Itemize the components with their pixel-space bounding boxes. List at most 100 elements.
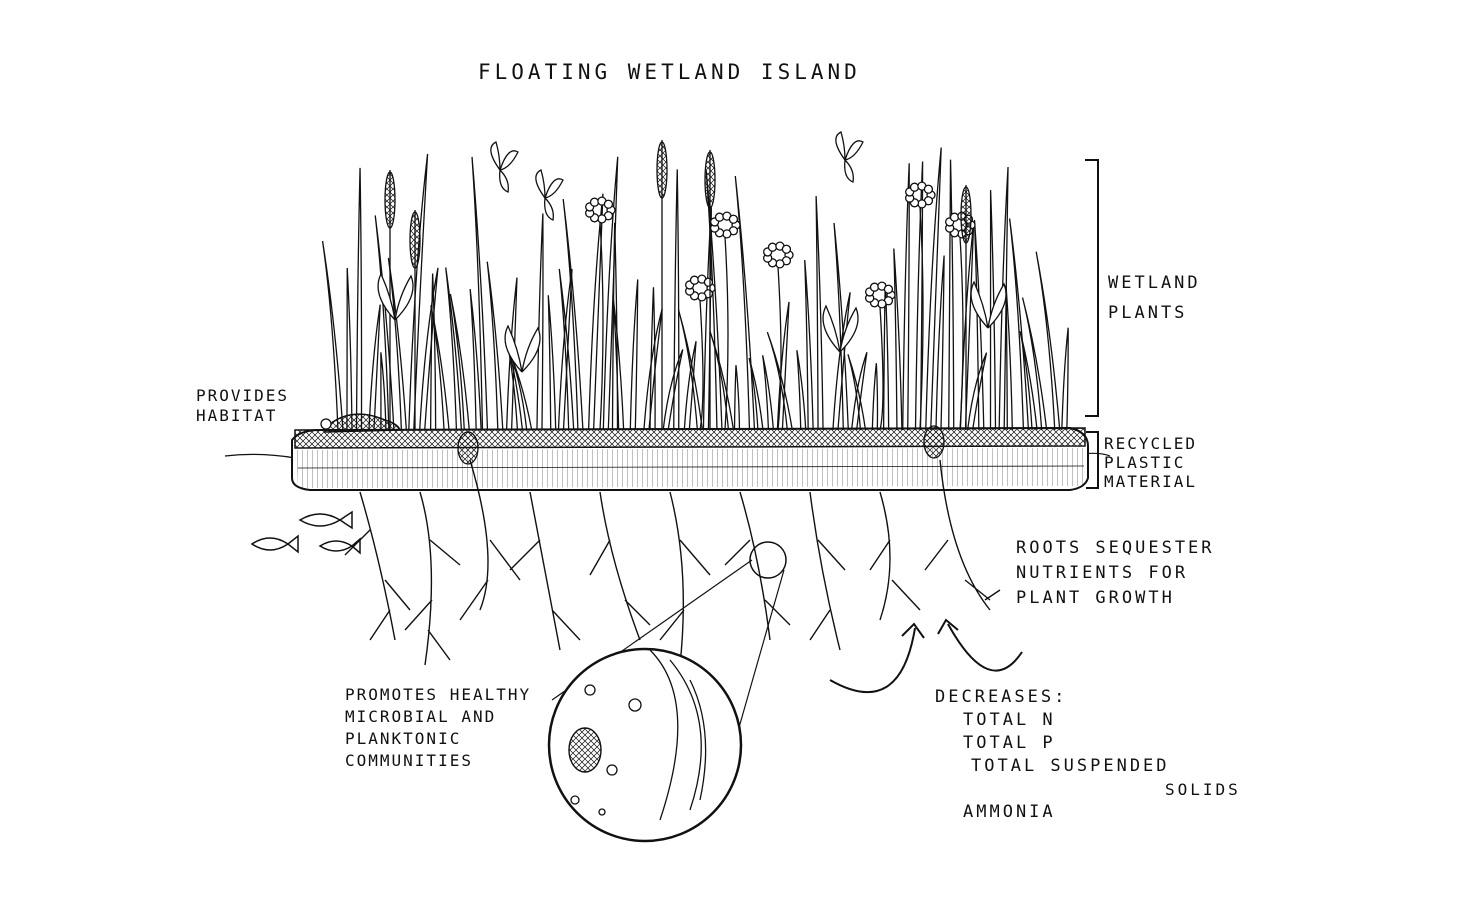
root-plug	[923, 425, 945, 459]
cattail-spike	[704, 151, 716, 209]
fish-group	[250, 510, 361, 555]
grass-blade	[445, 267, 463, 431]
grass-blade	[429, 273, 437, 431]
plants-bracket	[1085, 159, 1099, 417]
grass-blade	[914, 161, 924, 431]
grass-blade	[734, 175, 756, 431]
decreases-item: TOTAL P	[963, 733, 1056, 753]
flower-petal	[883, 284, 894, 294]
flower-petal	[917, 199, 927, 209]
wetland-plants	[321, 131, 1069, 465]
grass-blade	[804, 260, 814, 431]
roots-label: ROOTS SEQUESTER NUTRIENTS FOR PLANT GROW…	[1016, 536, 1215, 611]
grass-blade	[733, 365, 741, 431]
arrowhead-leaf	[970, 280, 1007, 329]
root-system	[344, 459, 1001, 666]
roots-label-line: NUTRIENTS FOR	[1016, 563, 1189, 583]
arrowhead-leaf	[377, 272, 414, 321]
grass-blade	[677, 308, 704, 431]
grass-blade	[925, 147, 942, 431]
grass-blade	[766, 331, 793, 431]
wetland-plants-label-line: WETLAND	[1108, 273, 1201, 293]
microbial-label-line: COMMUNITIES	[345, 751, 473, 770]
grass-blade	[649, 287, 656, 431]
grass-blade	[449, 293, 470, 431]
recycled-plastic-label: RECYCLED PLASTIC MATERIAL	[1104, 434, 1197, 491]
flower-petal	[703, 277, 714, 287]
flower-petal	[869, 282, 880, 292]
iris-flower	[535, 169, 564, 221]
grass-blade	[948, 159, 955, 431]
flower-petal	[689, 275, 700, 285]
flower-stem	[777, 266, 782, 431]
grass-blade	[673, 169, 680, 431]
cattail-spike	[384, 171, 396, 229]
grass-blade	[815, 196, 824, 431]
flower-petal	[877, 299, 887, 309]
cattail-spike	[656, 141, 668, 199]
grass-blade	[321, 240, 344, 431]
grass-blade	[966, 352, 988, 431]
flower-petal	[603, 199, 614, 209]
grass-blade	[408, 153, 429, 431]
grass-blade	[612, 295, 625, 431]
grass-blade	[587, 193, 604, 431]
grass-blade	[1008, 218, 1030, 431]
grass-blade	[1005, 285, 1013, 431]
nutrient-arrows	[829, 618, 1023, 694]
grass-blade	[562, 199, 584, 431]
decreases-label: DECREASES: TOTAL N TOTAL P TOTAL SUSPEND…	[935, 686, 1241, 824]
roots-label-line: PLANT GROWTH	[1016, 588, 1175, 608]
flower-stem	[919, 206, 924, 431]
grass-blade	[902, 163, 910, 431]
magnifier	[547, 541, 787, 843]
grass-blade	[851, 352, 868, 431]
microbial-label-line: MICROBIAL AND	[345, 707, 497, 726]
grass-blade	[471, 156, 489, 431]
grass-blade	[989, 190, 997, 431]
grass-blade	[662, 349, 684, 431]
habitat-label: PROVIDES HABITAT	[196, 386, 289, 426]
microbial-label: PROMOTES HEALTHY MICROBIAL AND PLANKTONI…	[345, 684, 531, 772]
flower-stem	[599, 221, 604, 431]
arrowhead-leaf	[822, 304, 859, 353]
plastic-bracket	[1086, 431, 1099, 489]
grass-blade	[387, 257, 408, 431]
decreases-item: TOTAL SUSPENDED	[971, 756, 1170, 776]
iris-flower	[835, 131, 864, 183]
grass-blade	[973, 219, 985, 431]
grass-blade	[547, 295, 557, 431]
flower-petal	[714, 212, 725, 222]
grass-blade	[536, 213, 544, 431]
grass-blade	[893, 248, 903, 431]
wetland-plants-label: WETLAND PLANTS	[1108, 268, 1201, 328]
recycled-plastic-label-line: RECYCLED	[1104, 434, 1198, 453]
grass-blade	[833, 222, 849, 431]
arrowhead-leaf	[504, 324, 541, 373]
cattail-spike	[960, 186, 972, 244]
grass-blade	[1035, 251, 1061, 431]
wetland-plants-label-line: PLANTS	[1108, 303, 1188, 323]
grass-blade	[643, 308, 663, 431]
decreases-item: SOLIDS	[1165, 780, 1241, 799]
flower-petal	[597, 214, 607, 224]
water-line	[224, 453, 296, 459]
flower-stem	[959, 236, 964, 431]
grass-blade	[355, 167, 363, 431]
grass-blade	[847, 354, 867, 431]
grass-blade	[486, 261, 504, 431]
floating-mat	[291, 426, 1089, 491]
grass-blade	[796, 350, 807, 431]
flower-petal	[728, 214, 739, 224]
iris-flower	[490, 141, 519, 193]
roots-label-line: ROOTS SEQUESTER	[1016, 538, 1215, 558]
grass-blade	[380, 352, 387, 431]
flower-petal	[949, 212, 960, 222]
flower-stem	[699, 299, 704, 431]
flower-petal	[923, 184, 934, 194]
grass-blade	[871, 363, 879, 431]
flower-petal	[589, 197, 600, 207]
decreases-heading: DECREASES:	[935, 687, 1068, 707]
flower-petal	[775, 259, 785, 269]
